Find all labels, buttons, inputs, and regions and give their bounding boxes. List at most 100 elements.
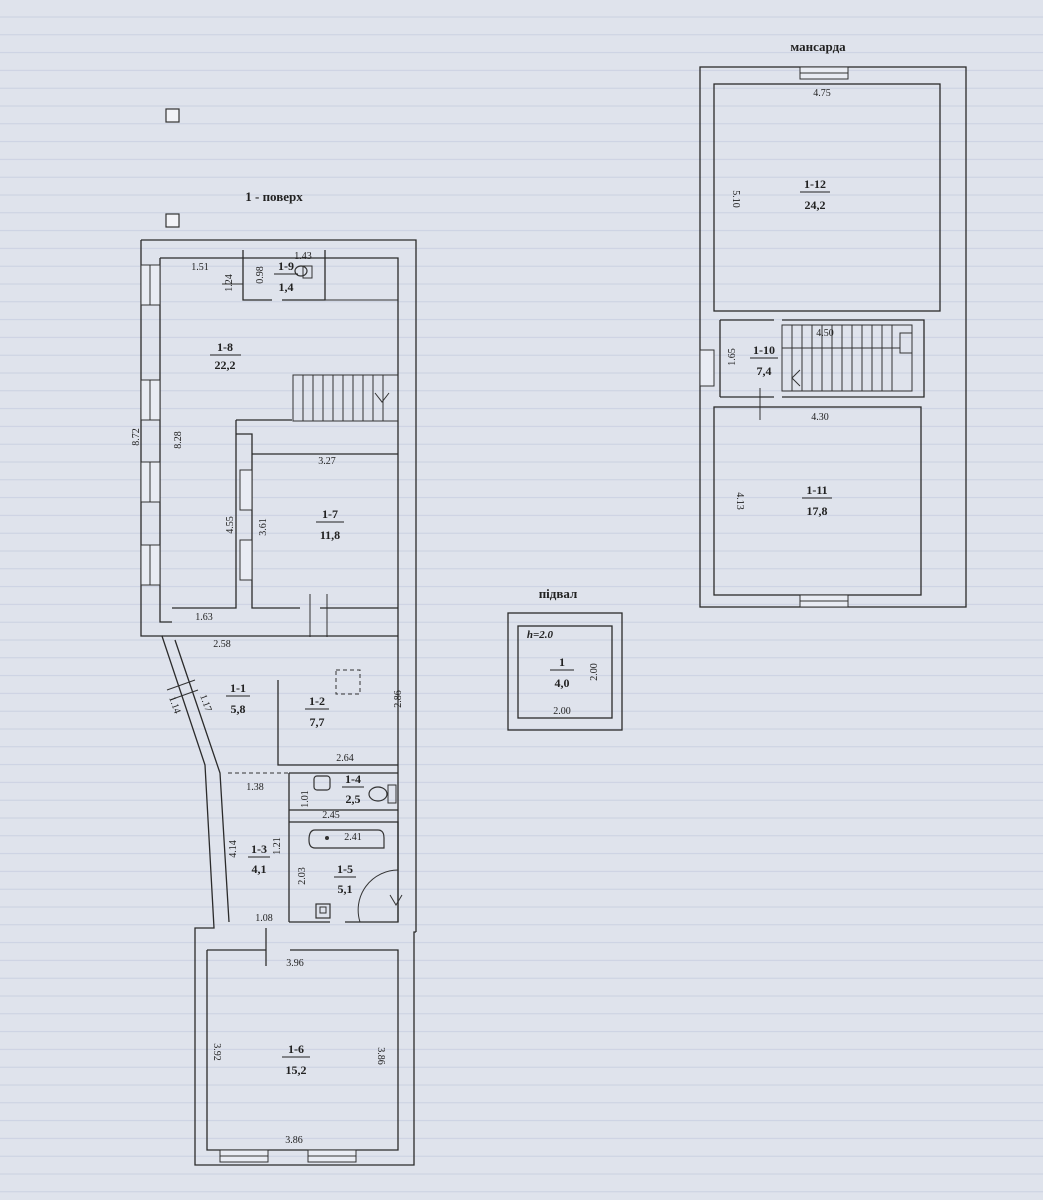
svg-text:11,8: 11,8 (320, 528, 340, 542)
window-angled (166, 679, 199, 701)
dim-label: 4.50 (816, 328, 834, 339)
basement-title: підвал (539, 586, 578, 601)
window-attic-left (699, 349, 715, 387)
skylight-mark (335, 669, 361, 695)
room-1-9-label: 1-9 1,4 (274, 259, 298, 294)
floor-1-plan: 1 - поверх (131, 189, 417, 1166)
dim-label: 3.27 (318, 456, 336, 467)
attic-title: мансарда (790, 39, 846, 54)
dim-label: 4.13 (734, 492, 745, 510)
door-swing-icon (357, 869, 403, 923)
room-1-5-label: 1-5 5,1 (334, 862, 356, 896)
bathroom-walls (288, 772, 399, 923)
dim-label: 1.21 (272, 837, 283, 855)
sink-icon (313, 775, 331, 791)
basement-height: h=2.0 (527, 629, 554, 641)
dim-label: 2.86 (393, 690, 404, 708)
staircase-attic (781, 324, 913, 392)
basement-plan: підвал h=2.0 1 4,0 2.00 2.00 (507, 586, 623, 731)
basement-inner-wall (517, 625, 613, 719)
dim-label: 4.55 (225, 516, 236, 534)
svg-text:4,0: 4,0 (555, 676, 570, 690)
svg-text:1-5: 1-5 (337, 862, 353, 876)
svg-text:4,1: 4,1 (252, 862, 267, 876)
dim-label: 4.75 (813, 88, 831, 99)
dim-label: 5.10 (730, 190, 741, 208)
basement-room-label: 1 4,0 (550, 655, 574, 690)
floor-1-inner-wall (159, 257, 399, 922)
room-1-8-label: 1-8 22,2 (210, 340, 241, 372)
svg-text:1-7: 1-7 (322, 507, 338, 521)
dim-label: 2.00 (553, 706, 571, 717)
window-bottom-2 (307, 1149, 357, 1163)
room-1-1-label: 1-1 5,8 (226, 681, 250, 716)
room-1-4-label: 1-4 2,5 (342, 772, 364, 806)
room-1-2-wall (277, 680, 398, 766)
svg-text:5,1: 5,1 (338, 882, 353, 896)
checkbox-2[interactable] (165, 213, 180, 228)
svg-text:1: 1 (559, 655, 565, 669)
dim-label: 2.41 (344, 832, 362, 843)
dim-label: 8.72 (131, 428, 142, 446)
dim-label: 4.14 (228, 840, 239, 858)
dim-label: 3.61 (258, 518, 269, 536)
window-left-1 (140, 264, 161, 306)
window-bottom-1 (219, 1149, 269, 1163)
dim-label: 3.86 (375, 1047, 386, 1065)
basement-outer-wall (507, 612, 623, 731)
svg-text:1-8: 1-8 (217, 340, 233, 354)
svg-text:1-1: 1-1 (230, 681, 246, 695)
floor-1-inner-angled-wall (174, 639, 230, 923)
bathtub-icon (308, 829, 385, 849)
svg-text:1-12: 1-12 (804, 177, 826, 191)
dim-label: 1.63 (195, 612, 213, 623)
room-1-7-walls (172, 419, 398, 609)
room-1-6-label: 1-6 15,2 (282, 1042, 310, 1077)
checkbox-1[interactable] (165, 108, 180, 123)
room-1-12-walls (713, 83, 941, 312)
svg-text:1-6: 1-6 (288, 1042, 304, 1056)
svg-text:22,2: 22,2 (215, 358, 236, 372)
dim-label: 2.45 (322, 810, 340, 821)
dim-label: 1.01 (300, 790, 311, 808)
svg-text:1-3: 1-3 (251, 842, 267, 856)
window-1-7-a (239, 469, 253, 511)
window-1-7-b (239, 539, 253, 581)
dim-label: 3.96 (286, 958, 304, 969)
dim-label: 2.64 (336, 753, 354, 764)
svg-text:1-10: 1-10 (753, 343, 775, 357)
window-left-2 (140, 379, 161, 421)
room-1-11-label: 1-11 17,8 (802, 483, 832, 518)
room-1-7-label: 1-7 11,8 (316, 507, 344, 542)
svg-text:24,2: 24,2 (805, 198, 826, 212)
window-left-3 (140, 461, 161, 503)
dim-label: 1.24 (224, 274, 235, 292)
dim-label: 8.28 (173, 431, 184, 449)
svg-text:1-2: 1-2 (309, 694, 325, 708)
dim-label: 4.30 (811, 412, 829, 423)
dim-label: 2.58 (213, 639, 231, 650)
attic-plan: мансарда 1-12 24,2 1-10 (699, 39, 967, 608)
dim-label: 3.86 (285, 1135, 303, 1146)
room-1-3-label: 1-3 4,1 (248, 842, 270, 876)
window-left-4 (140, 544, 161, 586)
dim-label: 2.00 (589, 663, 600, 681)
toilet-icon (294, 265, 313, 279)
dim-label: 0.98 (255, 266, 266, 284)
floor-1-outer-wall (140, 239, 417, 1166)
dim-label: 1.43 (294, 251, 312, 262)
dim-label: 1.65 (727, 348, 738, 366)
dim-label: 1.51 (191, 262, 209, 273)
toilet-icon-1-5 (315, 903, 331, 919)
dim-label: 1.08 (255, 913, 273, 924)
window-attic-bottom (799, 594, 849, 608)
svg-text:1-9: 1-9 (278, 259, 294, 273)
toilet-icon-1-4 (368, 784, 397, 804)
svg-text:5,8: 5,8 (231, 702, 246, 716)
dim-label: 3.92 (211, 1043, 222, 1061)
svg-text:7,7: 7,7 (310, 715, 325, 729)
dim-label: 2.03 (297, 867, 308, 885)
staircase-floor-1 (292, 374, 399, 422)
room-1-2-label: 1-2 7,7 (305, 694, 329, 729)
svg-text:17,8: 17,8 (807, 504, 828, 518)
